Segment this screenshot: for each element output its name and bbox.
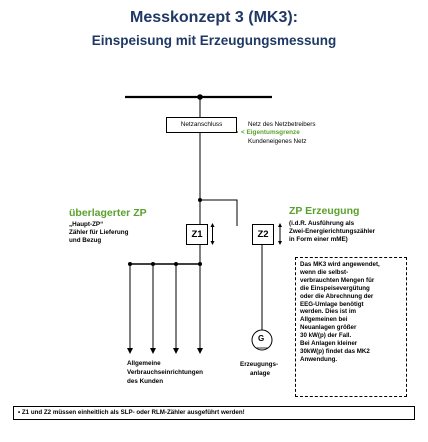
customer-side-label: Kundeneigenes Netz [248, 138, 307, 145]
note-line: werden. Dies ist im [300, 308, 357, 316]
footer-note: • Z1 und Z2 müssen einheitlich als SLP- … [13, 406, 415, 420]
generator-circle [251, 329, 273, 351]
generator-symbol: G [258, 334, 265, 343]
note-line: Das MK3 wird angewendet, [300, 261, 380, 268]
netzanschluss-box: Netzanschluss [166, 117, 237, 133]
z2-arrow-up [278, 223, 282, 227]
note-line: Allgemeinen bei [300, 316, 348, 324]
z2-arrow-down [278, 241, 282, 245]
z1-arrow-down [210, 241, 215, 245]
meter-z2: Z2 [252, 224, 274, 245]
zp-right-line1: (i.d.R. Ausführung als [289, 220, 355, 227]
note-line: die Einspeisevergütung [300, 284, 370, 292]
info-note: Das MK3 wird angewendet, wenn die selbst… [295, 257, 407, 397]
generator-label-line1: Erzeugungs- [240, 361, 279, 368]
consumer-arrow [127, 348, 133, 354]
grid-side-label: Netz des Netzbetreibers [248, 121, 316, 128]
note-line: wenn die selbst- [300, 268, 349, 276]
zp-left-heading: überlagerter ZP [69, 207, 147, 219]
zp-right-heading: ZP Erzeugung [289, 205, 360, 217]
note-line: verbrauchten Mengen für [300, 276, 375, 284]
meter-z1: Z1 [186, 224, 208, 245]
note-line: EEG-Umlage benötigt [300, 300, 364, 308]
generator-branch-wire [200, 199, 238, 226]
zp-left-line2: Zähler für Lieferung [69, 229, 129, 236]
generator-label-line2: anlage [250, 370, 270, 377]
note-line: Bei Anlagen kleiner [300, 340, 358, 348]
consumer-arrow [173, 348, 179, 354]
note-line: Anwendung. [300, 355, 338, 363]
note-line: 30 kW(p) der Fall. [300, 332, 352, 340]
consumers-line3: des Kunden [127, 378, 164, 385]
note-line: 30kW(p) findet das MK2 [300, 347, 370, 355]
zp-left-line1: „Haupt-ZP“ [69, 221, 104, 228]
note-line: Neuanlagen größer [300, 324, 357, 332]
page-subtitle: Einspeisung mit Erzeugungsmessung [91, 33, 337, 48]
consumers-line1: Allgemeine [127, 360, 161, 367]
consumers-line2: Verbrauchseinrichtungen [127, 369, 203, 376]
z1-arrow-up [210, 223, 215, 227]
consumer-arrow [197, 348, 203, 354]
page-title: Messkonzept 3 (MK3): [129, 9, 299, 26]
note-line: oder die Abrechnung der [300, 292, 374, 300]
zp-right-line2: Zwei-Energierichtungszähler [289, 228, 376, 235]
zp-left-line3: und Bezug [69, 237, 102, 244]
consumer-arrow [150, 348, 156, 354]
property-boundary-label: < Eigentumsgrenze [241, 129, 300, 136]
zp-right-line3: in Form einer mME) [289, 236, 348, 243]
